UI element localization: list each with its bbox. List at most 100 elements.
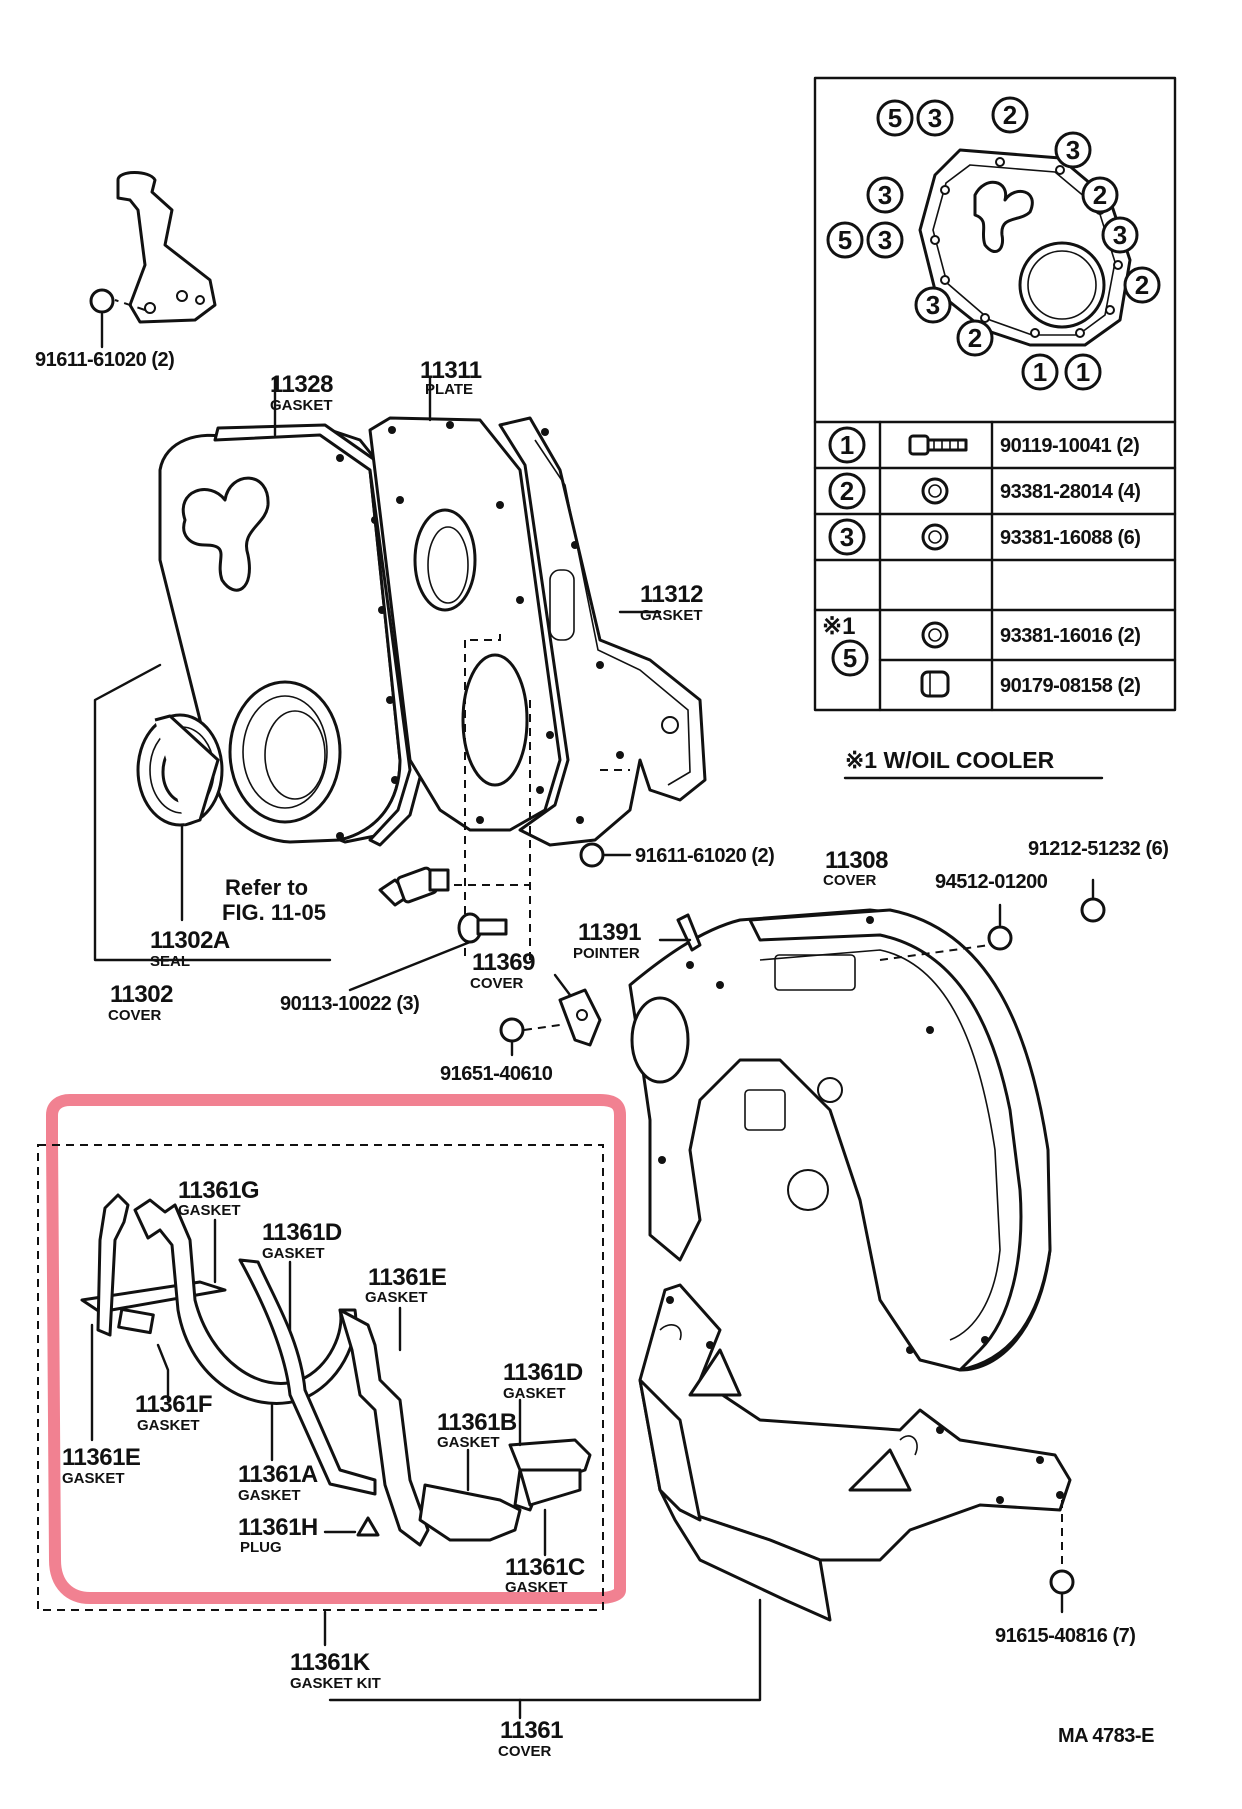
label-11361K-sub: GASKET KIT <box>290 1675 381 1692</box>
label-11311: 11311 <box>420 357 482 384</box>
label-11361A-sub: GASKET <box>238 1487 301 1504</box>
gasket-11361D-left <box>238 1258 377 1496</box>
label-bracket-bolt: 91611-61020 (2) <box>35 349 174 371</box>
label-bolt-90113: 90113-10022 (3) <box>280 993 419 1015</box>
flywheel-housing-11308 <box>628 908 1052 1372</box>
figure-code: MA 4783-E <box>1058 1725 1154 1747</box>
inset-marker: 3 <box>1101 216 1139 254</box>
cover-bolt-holes <box>336 454 399 840</box>
kit-dashed-frame <box>37 1144 604 1611</box>
svg-text:1: 1 <box>1076 357 1090 387</box>
pan-bolt-holes <box>666 1296 1064 1504</box>
label-11361B-sub: GASKET <box>437 1434 500 1451</box>
label-11302-sub: COVER <box>108 1007 162 1024</box>
label-11308: 11308 <box>825 847 888 874</box>
label-bolt-91611: 91611-61020 (2) <box>635 845 774 867</box>
plate-hole-lower <box>461 653 529 787</box>
bolt-90113 <box>457 912 508 944</box>
gasket-11361B <box>418 1483 522 1542</box>
bolt-head-icon <box>921 523 949 551</box>
inset-marker: 5 <box>826 221 864 259</box>
label-11312-sub: GASKET <box>640 607 703 624</box>
pointer-11391 <box>676 913 702 952</box>
inset-marker: 1 <box>1064 353 1102 391</box>
table-row: ※1 5 93381-16016 (2) <box>822 613 1141 677</box>
table-part-number: 93381-28014 (4) <box>1000 481 1140 503</box>
label-11369-sub: COVER <box>470 975 524 992</box>
label-11361D-sub: GASKET <box>262 1245 325 1262</box>
label-11302A: 11302A <box>150 927 230 954</box>
seal-11302A <box>136 713 224 827</box>
svg-text:5: 5 <box>838 225 852 255</box>
label-11361G-sub: GASKET <box>178 1202 241 1219</box>
label-11369: 11369 <box>472 949 535 976</box>
plate-11311 <box>368 416 562 832</box>
highlight-box <box>46 1094 626 1604</box>
label-11361-sub: COVER <box>498 1743 552 1760</box>
svg-text:2: 2 <box>1093 180 1107 210</box>
label-11311-sub: PLATE <box>425 381 473 398</box>
table-part-number: 93381-16016 (2) <box>1000 625 1140 647</box>
bracket-part <box>89 171 217 349</box>
svg-text:3: 3 <box>1113 220 1127 250</box>
cover-11369 <box>553 973 602 1047</box>
bolt-icon <box>579 842 605 868</box>
bolt-table: 1 90119-10041 (2) 2 93381-28014 (4) 3 93… <box>813 420 1177 712</box>
label-11312: 11312 <box>640 581 703 608</box>
gasket-11361A <box>133 1198 358 1405</box>
table-part-number: 93381-16088 (6) <box>1000 527 1140 549</box>
dashed-lines <box>440 630 630 960</box>
star-note-mark: ※1 <box>822 613 855 640</box>
svg-text:3: 3 <box>926 290 940 320</box>
table-part-number: 90119-10041 (2) <box>1000 435 1139 457</box>
label-11361D: 11361D <box>262 1219 342 1246</box>
inset-markers: 5 3 2 3 3 2 5 3 3 3 2 2 1 1 <box>826 96 1161 391</box>
leader-90113 <box>348 940 472 992</box>
bolt-icon <box>499 1017 525 1043</box>
label-11361E-2: 11361E <box>62 1444 141 1471</box>
label-11302A-sub: SEAL <box>150 953 190 970</box>
bolt-head-icon <box>921 621 949 649</box>
label-bolt-91651: 91651-40610 <box>440 1063 553 1085</box>
inset-marker: 3 <box>914 286 952 324</box>
label-11308-sub: COVER <box>823 872 877 889</box>
label-11361E-2-sub: GASKET <box>62 1470 125 1487</box>
housing-bolt-holes <box>658 916 989 1354</box>
table-part-number: 90179-08158 (2) <box>1000 675 1140 697</box>
inset-marker: 3 <box>1054 131 1092 169</box>
label-11328-sub: GASKET <box>270 397 333 414</box>
bolt-icon <box>89 288 115 314</box>
label-11361C-sub: GASKET <box>505 1579 568 1596</box>
label-bolt-91212: 91212-51232 (6) <box>1028 838 1168 860</box>
pan-window-right <box>848 1448 912 1492</box>
plug-11361H <box>356 1516 380 1537</box>
label-washer-94512: 94512-01200 <box>935 871 1048 893</box>
pan-window-left <box>688 1348 742 1397</box>
svg-text:3: 3 <box>878 180 892 210</box>
svg-text:5: 5 <box>843 643 857 673</box>
gasket-11361C <box>518 1468 582 1507</box>
inset-marker: 3 <box>916 99 954 137</box>
inset-marker: 2 <box>991 96 1029 134</box>
starter-bore <box>630 996 690 1084</box>
bolt-icon <box>1049 1569 1075 1595</box>
svg-text:2: 2 <box>1135 270 1149 300</box>
plate-hole-upper <box>413 508 477 612</box>
svg-text:3: 3 <box>840 522 854 552</box>
label-11361E-sub: GASKET <box>365 1289 428 1306</box>
label-refer-1: Refer to <box>225 875 308 900</box>
cover-11361 <box>638 1283 1072 1622</box>
label-11361G: 11361G <box>178 1177 259 1204</box>
svg-text:3: 3 <box>928 103 942 133</box>
inset-marker: 2 <box>956 319 994 357</box>
inset-timing-window <box>973 180 1034 253</box>
sensor-part <box>378 866 450 907</box>
label-11361C: 11361C <box>505 1554 585 1581</box>
gasket-11361E-left <box>96 1193 130 1337</box>
gasket-11361E-right <box>338 1308 430 1547</box>
plate-bolt-holes <box>388 421 554 824</box>
svg-text:2: 2 <box>968 323 982 353</box>
oil-cooler-note: ※1 W/OIL COOLER <box>845 747 1055 773</box>
washer-icon <box>987 925 1013 951</box>
